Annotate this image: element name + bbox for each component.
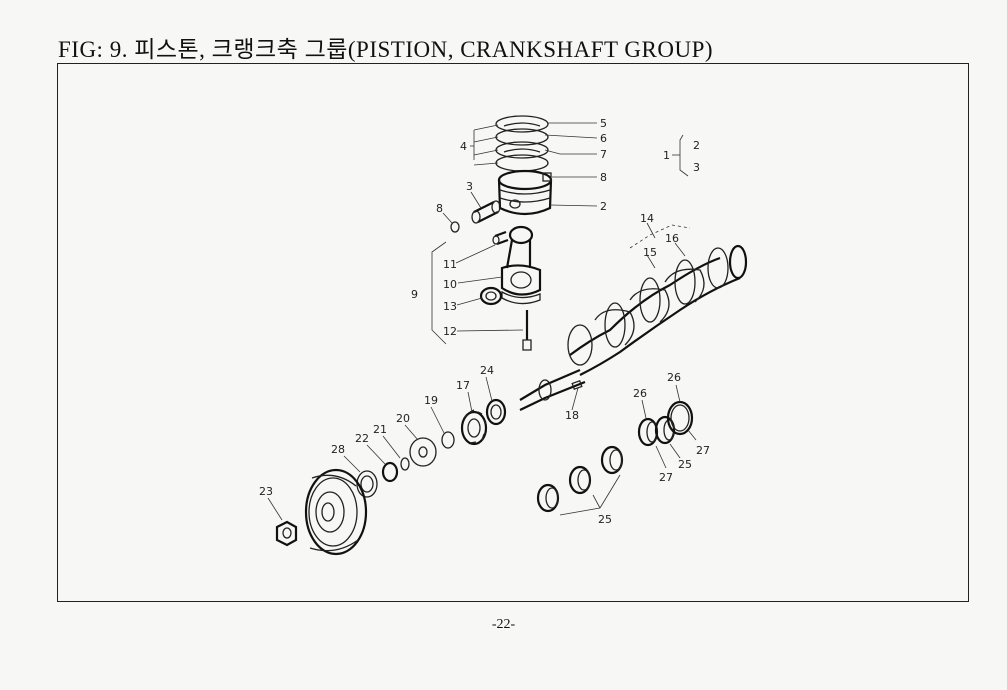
- pulley-nut: [275, 520, 298, 547]
- callout-18: 18: [565, 409, 579, 422]
- crankshaft: [519, 244, 748, 411]
- callout-21: 21: [373, 423, 387, 436]
- callout-4: 4: [460, 140, 467, 153]
- callout-26-right: 26: [667, 371, 681, 384]
- crank-pulley: [304, 468, 368, 556]
- callout-16: 16: [665, 232, 679, 245]
- callout-labels: 5 6 7 8 2 4 3 8 11 10 9 13 12 1 2 3 14 1…: [259, 117, 710, 526]
- callout-8-piston: 8: [600, 171, 607, 184]
- callout-3-pin: 3: [466, 180, 473, 193]
- callout-22: 22: [355, 432, 369, 445]
- callout-25-bottom: 25: [598, 513, 612, 526]
- callout-12: 12: [443, 325, 457, 338]
- piston-pin: [450, 172, 552, 233]
- callout-2-piston: 2: [600, 200, 607, 213]
- page-number: -22-: [491, 617, 516, 632]
- callout-5: 5: [600, 117, 607, 130]
- front-parts: [356, 398, 507, 498]
- crankshaft-indicator: [629, 224, 691, 249]
- callout-17: 17: [456, 379, 470, 392]
- callout-7: 7: [600, 148, 607, 161]
- page-title: FIG: 9. 피스톤, 크랭크축 그룹(PISTION, CRANKSHAFT…: [58, 37, 714, 62]
- callout-19: 19: [424, 394, 438, 407]
- callout-15: 15: [643, 246, 657, 259]
- callout-13: 13: [443, 300, 457, 313]
- callout-27-left: 27: [659, 471, 673, 484]
- callout-24: 24: [480, 364, 494, 377]
- group-9-bracket: [431, 241, 447, 345]
- main-bearings: [536, 445, 624, 516]
- thrust-bearing-parts: [637, 400, 694, 447]
- callout-26-left: 26: [633, 387, 647, 400]
- callout-28: 28: [331, 443, 345, 456]
- connecting-rod: [479, 225, 542, 351]
- callout-8-clip: 8: [436, 202, 443, 215]
- callout-27-right: 27: [696, 444, 710, 457]
- callout-1: 1: [663, 149, 670, 162]
- piston-rings: [495, 115, 549, 172]
- callout-23: 23: [259, 485, 273, 498]
- callout-11: 11: [443, 258, 457, 271]
- diagram-frame: [57, 63, 969, 602]
- callout-10: 10: [443, 278, 457, 291]
- callout-2-legend: 2: [693, 139, 700, 152]
- callout-9: 9: [411, 288, 418, 301]
- callout-6: 6: [600, 132, 607, 145]
- callout-3-legend: 3: [693, 161, 700, 174]
- callout-25-right: 25: [678, 458, 692, 471]
- leader-lines: [267, 122, 697, 521]
- callout-14: 14: [640, 212, 654, 225]
- callout-20: 20: [396, 412, 410, 425]
